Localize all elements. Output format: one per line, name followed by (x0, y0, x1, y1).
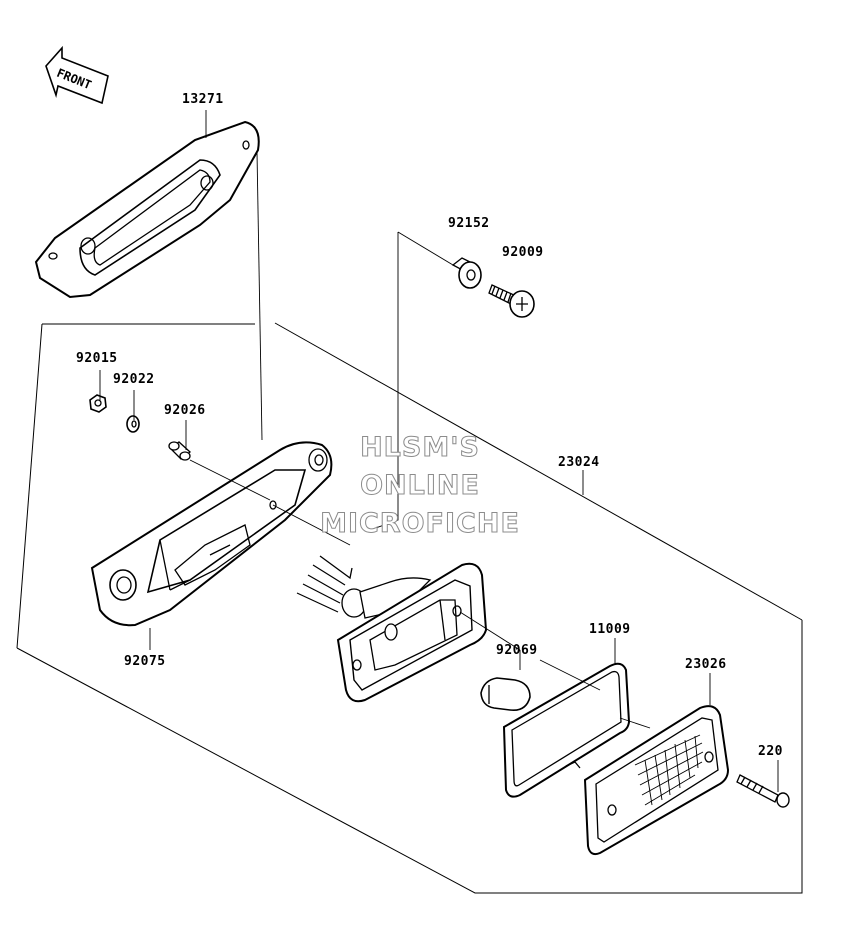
part-label-92015: 92015 (76, 351, 118, 366)
nut-92015 (89, 394, 107, 413)
lens-23026 (583, 705, 730, 856)
lamp-housing (336, 562, 488, 703)
part-label-23026: 23026 (685, 657, 727, 672)
part-label-92009: 92009 (502, 245, 544, 260)
washer-92022 (126, 415, 140, 433)
watermark-line-2: ONLINE (360, 470, 480, 502)
bulb-92069 (480, 677, 531, 712)
collar-92152 (451, 257, 482, 289)
part-label-92152: 92152 (448, 216, 490, 231)
screw-92009 (488, 284, 535, 318)
part-label-92022: 92022 (113, 372, 155, 387)
screw-220 (736, 774, 790, 808)
part-label-220: 220 (758, 744, 783, 759)
leader-lines (99, 110, 779, 792)
part-label-23024: 23024 (558, 455, 600, 470)
front-arrow-icon (45, 45, 109, 105)
assembly-bracket (16, 322, 803, 894)
gasket-13271 (34, 120, 260, 299)
socket-wires (296, 555, 432, 619)
watermark-line-1: HLSM'S (360, 432, 480, 464)
part-label-92069: 92069 (496, 643, 538, 658)
watermark-line-3: MICROFICHE (320, 508, 520, 540)
part-label-92075: 92075 (124, 654, 166, 669)
lens-gasket-11009 (502, 662, 631, 798)
part-label-92026: 92026 (164, 403, 206, 418)
part-label-11009: 11009 (589, 622, 631, 637)
spacer-92026 (168, 441, 192, 461)
part-label-13271: 13271 (182, 92, 224, 107)
base-92075 (90, 441, 333, 627)
